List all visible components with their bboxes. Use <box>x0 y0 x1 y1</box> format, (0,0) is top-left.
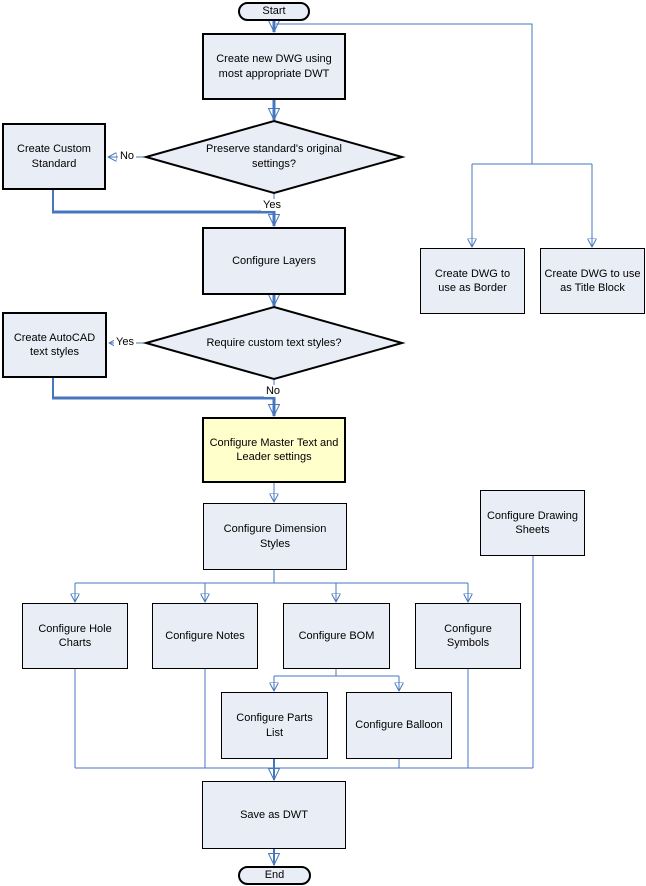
node-configure-hole-charts-label: Configure Hole Charts <box>38 622 112 649</box>
decision-preserve-standards-shape <box>142 119 406 195</box>
node-create-custom-standard: Create Custom Standard <box>2 123 106 190</box>
node-configure-notes-label: Configure Notes <box>165 629 245 642</box>
edge-start-to-right-branch <box>276 23 533 164</box>
node-configure-dimension-styles: Configure Dimension Styles <box>203 503 347 570</box>
node-configure-parts-list: Configure Parts List <box>221 692 328 759</box>
node-configure-symbols: Configure Symbols <box>415 603 521 669</box>
node-save-as-dwt: Save as DWT <box>202 781 346 849</box>
node-create-dwg-title-block: Create DWG to use as Title Block <box>540 248 645 314</box>
node-create-autocad-text-styles: Create AutoCAD text styles <box>2 312 107 378</box>
node-configure-balloon: Configure Balloon <box>346 692 452 759</box>
node-create-dwg-title-block-label: Create DWG to use as Title Block <box>544 267 641 294</box>
node-configure-dimension-styles-label: Configure Dimension Styles <box>223 523 327 550</box>
node-configure-layers-label: Configure Layers <box>232 254 316 267</box>
node-configure-hole-charts: Configure Hole Charts <box>22 603 128 669</box>
node-configure-drawing-sheets-label: Configure Drawing Sheets <box>486 509 579 536</box>
decision-require-text-styles-shape <box>142 305 406 381</box>
node-end: End <box>238 866 311 885</box>
node-configure-bom: Configure BOM <box>283 603 390 669</box>
node-configure-balloon-label: Configure Balloon <box>355 719 443 732</box>
node-configure-master-text-label: Configure Master Text and Leader setting… <box>209 436 339 463</box>
edge-merge-to-master-text <box>52 396 274 416</box>
node-start-label: Start <box>262 5 286 18</box>
node-save-as-dwt-label: Save as DWT <box>240 808 308 821</box>
node-create-new-dwg-label: Create new DWG using most appropriate DW… <box>216 53 332 80</box>
node-create-autocad-text-styles-label: Create AutoCAD text styles <box>13 331 96 358</box>
edge-label-decision2-no: No <box>263 384 283 398</box>
edge-label-decision1-yes: Yes <box>261 198 283 212</box>
node-create-dwg-border-label: Create DWG to use as Border <box>434 267 511 294</box>
node-configure-drawing-sheets: Configure Drawing Sheets <box>480 490 585 556</box>
node-create-dwg-border: Create DWG to use as Border <box>420 248 525 314</box>
node-create-custom-standard-label: Create Custom Standard <box>17 143 91 170</box>
node-configure-notes: Configure Notes <box>152 603 258 669</box>
node-configure-parts-list-label: Configure Parts List <box>236 712 313 739</box>
edge-merge-to-layers <box>52 210 274 226</box>
node-configure-layers: Configure Layers <box>202 227 346 295</box>
node-configure-symbols-label: Configure Symbols <box>444 622 492 649</box>
node-end-label: End <box>264 869 285 882</box>
node-start: Start <box>238 2 310 21</box>
edge-label-decision1-no: No <box>117 149 137 163</box>
node-configure-bom-label: Configure BOM <box>298 629 375 642</box>
node-create-new-dwg: Create new DWG using most appropriate DW… <box>202 33 346 100</box>
edge-label-decision2-yes: Yes <box>114 335 136 349</box>
node-configure-master-text: Configure Master Text and Leader setting… <box>202 417 346 483</box>
